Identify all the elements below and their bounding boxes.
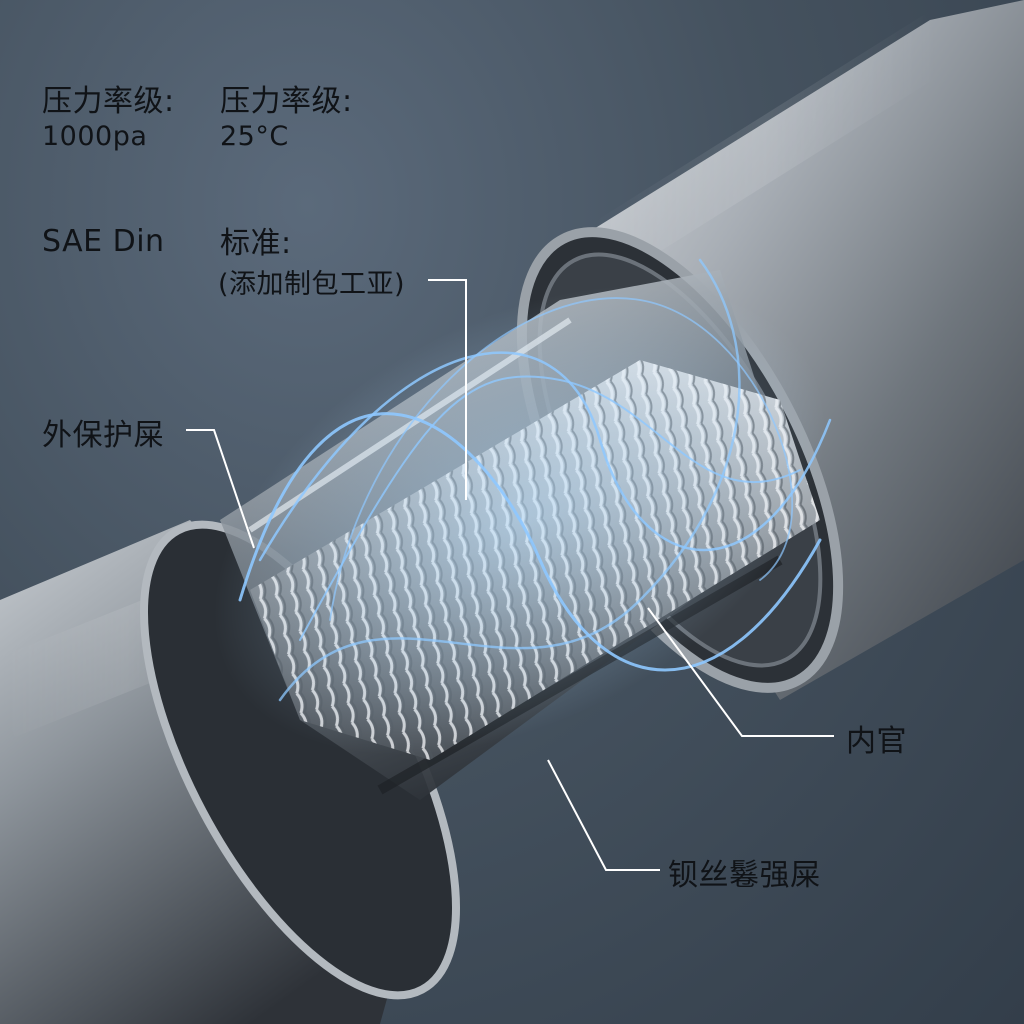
- callout-outer-layer: 外保护屎: [42, 418, 164, 453]
- pressure-label-2: 压力率级:: [220, 84, 353, 119]
- leader-wire-braid: [547, 759, 660, 871]
- callout-inner-tube: 内官: [846, 724, 907, 759]
- pressure-label-1: 压力率级:: [42, 84, 175, 119]
- leader-lines: [186, 279, 834, 871]
- flow-glow: [213, 258, 832, 755]
- temperature-value: 25°C: [220, 121, 289, 152]
- leader-outer-layer: [186, 429, 255, 549]
- standard-label: 标准:: [220, 226, 292, 261]
- standard-name: SAE Din: [42, 224, 165, 259]
- callout-wire-braid: 钡丝鬈强屎: [668, 858, 821, 893]
- pressure-value: 1000pa: [42, 121, 148, 152]
- standard-note: (添加制包工亚): [218, 269, 406, 300]
- leader-standard: [428, 279, 467, 500]
- leader-inner-tube: [647, 607, 834, 737]
